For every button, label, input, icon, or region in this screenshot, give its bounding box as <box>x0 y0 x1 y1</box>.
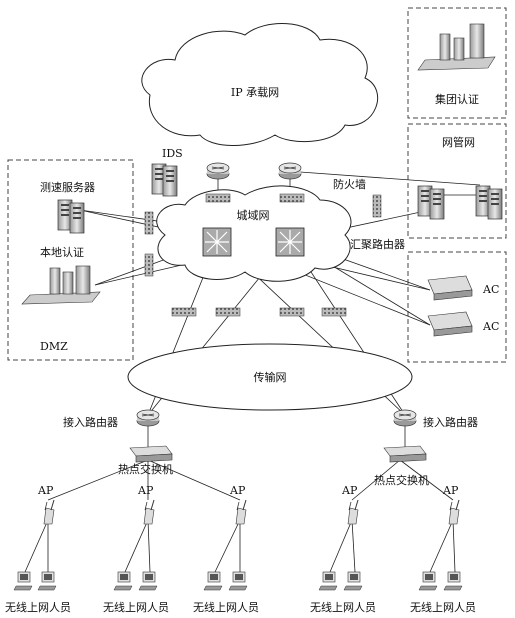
local-auth-label: 本地认证 <box>40 245 84 259</box>
user-pc-icon <box>343 571 363 591</box>
hotspot-switch-icon <box>383 445 427 463</box>
local-auth-server-icon <box>21 265 101 305</box>
user-label: 无线上网人员 <box>193 600 259 614</box>
group-auth-label: 集团认证 <box>435 92 479 106</box>
ap-icon <box>235 499 247 525</box>
ap-icon <box>143 499 155 525</box>
ap-label: AP <box>341 484 358 497</box>
user-label: 无线上网人员 <box>410 600 476 614</box>
ap-label: AP <box>37 484 54 497</box>
aggregation-router-label: 汇聚路由器 <box>350 237 405 251</box>
ids-router-icon <box>206 162 230 180</box>
ap-label: AP <box>229 484 246 497</box>
access-router-left-label: 接入路由器 <box>63 415 118 429</box>
access-router-right-label: 接入路由器 <box>423 415 478 429</box>
user-pc-icon <box>203 571 223 591</box>
hotspot-switch-icon <box>129 445 173 463</box>
ap-icon <box>43 499 55 525</box>
firewall-router-icon <box>278 162 302 180</box>
ap-label: AP <box>442 484 459 497</box>
dmz-box <box>7 159 134 361</box>
user-pc-icon <box>138 571 158 591</box>
firewall-label: 防火墙 <box>333 177 366 191</box>
nms-box <box>407 123 507 239</box>
user-pc-icon <box>443 571 463 591</box>
user-pc-icon <box>13 571 33 591</box>
group-auth-box <box>407 7 507 119</box>
ac-box <box>407 251 507 363</box>
hotspot-switch-left-label: 热点交换机 <box>118 462 173 476</box>
hotspot-switch-right-label: 热点交换机 <box>374 473 429 487</box>
speed-test-server-label: 测速服务器 <box>40 181 95 194</box>
metro-label: 城域网 <box>237 209 270 222</box>
user-pc-icon <box>113 571 133 591</box>
access-router-icon <box>393 409 417 427</box>
core-switch-icon <box>202 227 232 257</box>
access-router-icon <box>136 409 160 427</box>
ip-backbone-cloud <box>141 23 379 146</box>
ids-label: IDS <box>162 147 183 160</box>
firewall-icons <box>144 193 382 317</box>
ac1-label: AC <box>482 283 499 296</box>
nms-label: 网管网 <box>442 135 475 149</box>
transport-network <box>127 343 413 411</box>
user-pc-icon <box>37 571 57 591</box>
core-switch-icon <box>275 227 305 257</box>
ac-device-icon <box>427 311 473 337</box>
ap-label: AP <box>137 484 154 497</box>
dmz-label: DMZ <box>40 340 68 353</box>
ac2-label: AC <box>482 320 499 333</box>
speed-test-server-icon <box>69 202 85 234</box>
transport-label: 传输网 <box>254 370 287 384</box>
metro-cloud <box>156 185 352 282</box>
user-label: 无线上网人员 <box>310 600 376 614</box>
ids-server-icon <box>162 165 178 197</box>
user-label: 无线上网人员 <box>103 600 169 614</box>
user-pc-icon <box>418 571 438 591</box>
user-label: 无线上网人员 <box>5 600 71 614</box>
group-auth-server-icon <box>417 23 496 71</box>
ip-backbone-label: IP 承载网 <box>231 86 279 99</box>
ap-icon <box>448 499 460 525</box>
user-pc-icon <box>318 571 338 591</box>
nms-server-icon <box>487 188 503 220</box>
user-pc-icon <box>228 571 248 591</box>
ac-device-icon <box>427 275 473 301</box>
ap-icon <box>347 499 359 525</box>
nms-server-icon <box>429 188 445 220</box>
